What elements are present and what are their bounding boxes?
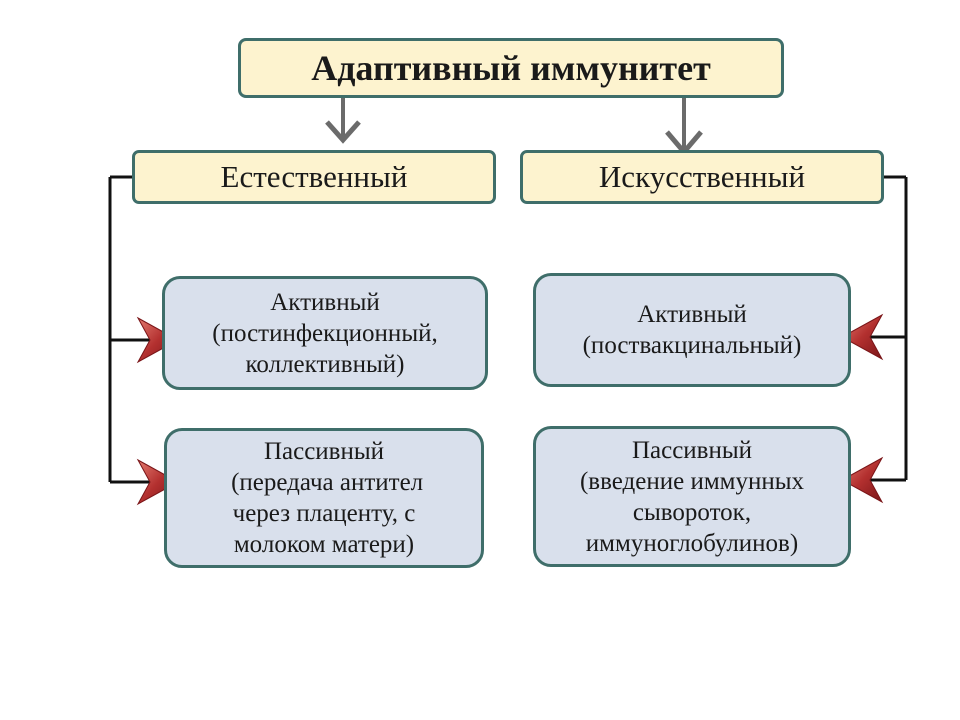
- natural-passive-line4: молоком матери): [233, 531, 415, 558]
- down-arrow-left-icon: [325, 98, 361, 144]
- natural-passive-line2: (передача антител: [224, 469, 424, 496]
- category-artificial-label: Искусственный: [598, 159, 806, 194]
- natural-passive-box: Пассивный (передача антител через плацен…: [164, 428, 484, 568]
- natural-active-box: Активный (постинфекционный, коллективный…: [162, 276, 488, 390]
- natural-passive-line1: Пассивный: [263, 438, 385, 465]
- category-artificial: Искусственный: [520, 150, 884, 204]
- artificial-passive-line2: (введение иммунных: [579, 467, 805, 495]
- category-natural: Естественный: [132, 150, 496, 204]
- artificial-passive-line1: Пассивный: [631, 436, 753, 464]
- artificial-active-line1: Активный: [637, 301, 747, 328]
- artificial-active-box: Активный (поствакцинальный): [533, 273, 851, 387]
- category-natural-label: Естественный: [220, 159, 408, 194]
- artificial-active-line2: (поствакцинальный): [582, 332, 802, 359]
- right-bracket-line: [870, 175, 908, 482]
- artificial-passive-line4: иммуноглобулинов): [585, 529, 799, 557]
- natural-active-line2: (постинфекционный,: [212, 319, 438, 347]
- left-bracket-line: [108, 175, 150, 484]
- natural-passive-line3: через плаценту, с: [232, 500, 416, 527]
- down-arrow-right-icon: [665, 98, 703, 156]
- artificial-passive-box: Пассивный (введение иммунных сывороток, …: [533, 426, 851, 567]
- diagram-title: Адаптивный иммунитет: [238, 38, 784, 98]
- diagram-title-text: Адаптивный иммунитет: [311, 48, 711, 88]
- artificial-passive-line3: сывороток,: [632, 498, 752, 526]
- natural-active-line3: коллективный): [245, 350, 405, 378]
- natural-active-line1: Активный: [270, 288, 380, 316]
